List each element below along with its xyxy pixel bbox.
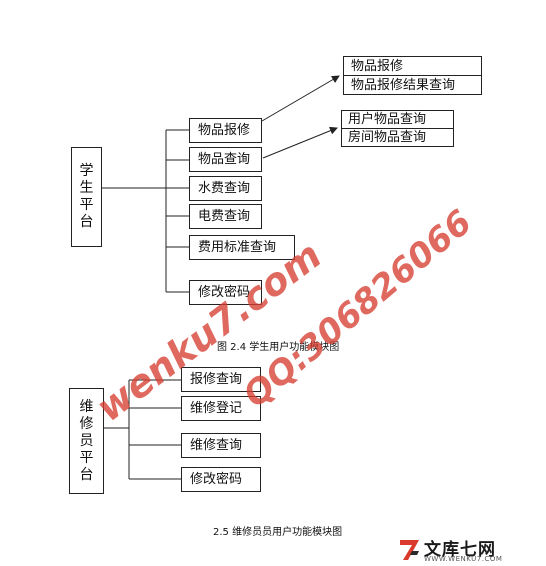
module-item-repair-query: 报修查询 xyxy=(181,367,261,392)
root-char: 平 xyxy=(79,197,94,213)
repair-arrow xyxy=(261,75,340,122)
root-char: 台 xyxy=(79,466,94,483)
logo-url: WWW.WENKU7.COM xyxy=(424,555,503,563)
root-char: 平 xyxy=(79,449,94,466)
module-item-fee-standard: 费用标准查询 xyxy=(189,235,295,260)
sub-item-repair-result: 物品报修结果查询 xyxy=(343,75,482,95)
figure-caption-1: 图 2.4 学生用户功能模块图 xyxy=(217,342,340,353)
maintenance-platform-box: 维 修 员 平 台 xyxy=(69,388,104,494)
sub-item-repair: 物品报修 xyxy=(343,56,482,76)
module-item-electric-fee: 电费查询 xyxy=(189,204,262,229)
logo-text: 文库七网 xyxy=(424,540,496,560)
module-item-water-fee: 水费查询 xyxy=(189,176,262,201)
query-arrow xyxy=(262,126,338,159)
module-item-repair-register: 维修登记 xyxy=(181,396,261,421)
root-char: 台 xyxy=(79,214,94,230)
root-char: 生 xyxy=(79,180,94,196)
root-char: 修 xyxy=(79,415,94,432)
module-item-change-password-2: 修改密码 xyxy=(181,467,261,492)
logo-7-icon xyxy=(400,540,419,560)
figure-caption-2: 2.5 维修员员用户功能模块图 xyxy=(213,527,343,538)
root-char: 员 xyxy=(79,432,94,449)
module-item-item-query: 物品查询 xyxy=(189,147,262,172)
module-item-maintenance-query: 维修查询 xyxy=(181,433,261,458)
root-char: 维 xyxy=(79,398,94,415)
sub-item-room-items: 房间物品查询 xyxy=(341,128,454,147)
site-logo: 文库七网 WWW.WENKU7.COM xyxy=(398,536,538,563)
module-item-change-password: 修改密码 xyxy=(189,280,262,305)
student-platform-box: 学 生 平 台 xyxy=(71,147,102,247)
root-char: 学 xyxy=(79,163,94,179)
module-item-repair: 物品报修 xyxy=(189,118,262,143)
sub-item-user-items: 用户物品查询 xyxy=(341,110,454,129)
